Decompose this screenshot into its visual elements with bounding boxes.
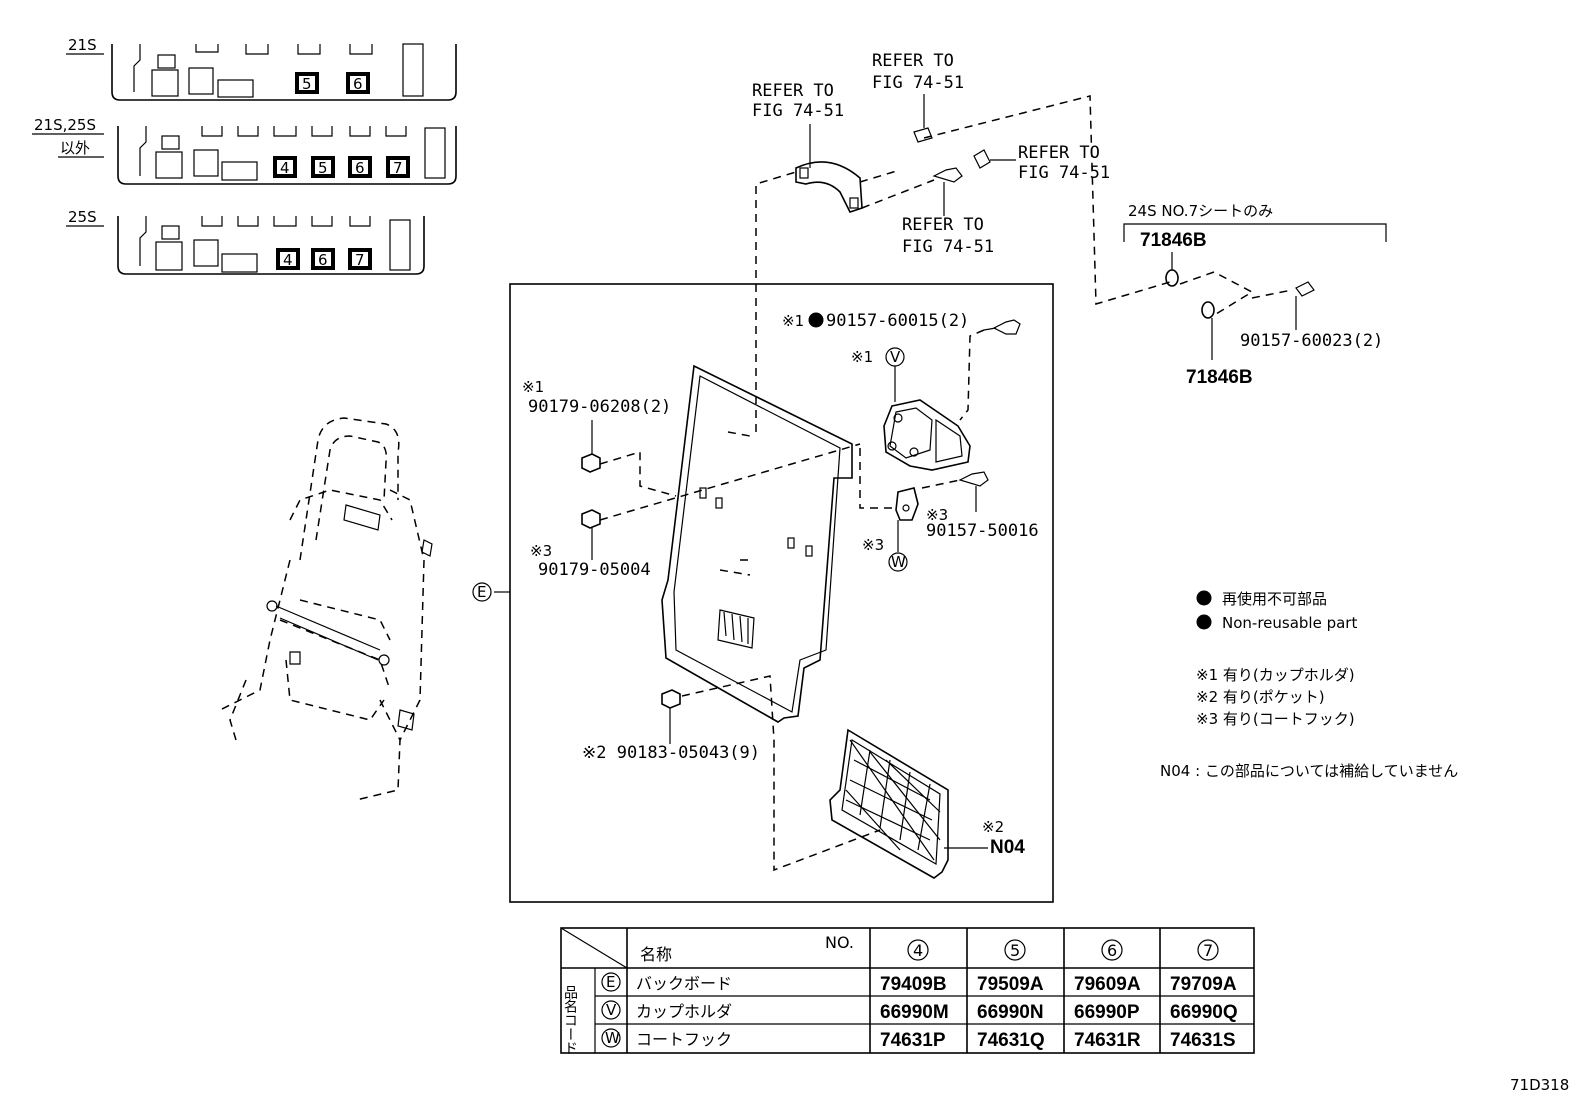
table-cell-w-4: 74631P bbox=[880, 1030, 946, 1051]
figure-id: 71D318 bbox=[1510, 1076, 1569, 1094]
part-90157-60015: 90157-60015(2) bbox=[826, 311, 969, 331]
part-n04: N04 bbox=[990, 837, 1025, 858]
table-row-code-w: W bbox=[605, 1029, 620, 1047]
screw-50016-prefix: ※3 bbox=[926, 506, 948, 524]
screw-90157-60015 bbox=[983, 319, 1021, 335]
refer2-line1: REFER TO bbox=[872, 51, 954, 71]
seat-24s-note: 24S NO.7シートのみ bbox=[1128, 202, 1273, 220]
layout-marker-5: 5 bbox=[302, 75, 312, 93]
table-col-4: 4 bbox=[913, 941, 923, 960]
legend-n04-note: N04 : この部品については補給していません bbox=[1160, 762, 1458, 780]
part-code-w: W bbox=[891, 553, 906, 571]
table-side-label: 品名コード bbox=[562, 985, 578, 1055]
legend-note-1: ※1 有り(カップホルダ) bbox=[1196, 666, 1355, 684]
layout-label-other-2: 以外 bbox=[60, 139, 90, 157]
legend-nonreusable-en: Non-reusable part bbox=[1222, 614, 1357, 632]
table-header-no: NO. bbox=[825, 933, 854, 952]
refer3-line1: REFER TO bbox=[1018, 143, 1100, 163]
layout-marker-6: 6 bbox=[355, 159, 365, 177]
table-col-5: 5 bbox=[1010, 941, 1020, 960]
table-col-6: 6 bbox=[1107, 941, 1117, 960]
screw-grip bbox=[932, 167, 963, 183]
seat-layout-row-25s: 25S 4 6 7 bbox=[66, 208, 425, 275]
part-90157-50016: 90157-50016 bbox=[926, 521, 1039, 541]
part-71846b-top: 71846B bbox=[1140, 230, 1207, 251]
refer1-line2: FIG 74-51 bbox=[752, 101, 844, 121]
screw-60015-prefix: ※1 bbox=[782, 312, 804, 330]
layout-marker-4: 4 bbox=[283, 251, 293, 269]
table-header-name: 名称 bbox=[640, 945, 672, 964]
table-cell-w-7: 74631S bbox=[1170, 1030, 1236, 1051]
coat-hook bbox=[895, 487, 919, 521]
table-cell-w-6: 74631R bbox=[1074, 1030, 1141, 1051]
refer2-line2: FIG 74-51 bbox=[872, 73, 964, 93]
seat-layout-row-other: 21S,25S 以外 4 5 6 7 bbox=[32, 116, 457, 185]
table-col-7: 7 bbox=[1203, 941, 1213, 960]
table-row-code-v: V bbox=[606, 1001, 617, 1019]
layout-marker-6: 6 bbox=[318, 251, 328, 269]
table-cell-e-4: 79409B bbox=[880, 974, 947, 995]
nut-90179-05004 bbox=[581, 509, 601, 529]
table-cell-w-5: 74631Q bbox=[977, 1030, 1045, 1051]
layout-label-21s: 21S bbox=[68, 36, 97, 54]
table-row-name-v: カップホルダ bbox=[636, 1002, 732, 1021]
nut-90183-05043 bbox=[661, 689, 681, 709]
seat-layout-row-21s: 21S 5 6 bbox=[66, 36, 457, 101]
cup-holder-prefix: ※1 bbox=[851, 348, 873, 366]
nonreusable-dot bbox=[808, 312, 824, 328]
nut-90179-06208 bbox=[581, 453, 601, 473]
screw-90157-50016 bbox=[958, 471, 989, 487]
legend-note-2: ※2 有り(ポケット) bbox=[1196, 688, 1325, 706]
refer4-line1: REFER TO bbox=[902, 215, 984, 235]
cap-71846b bbox=[1165, 269, 1315, 319]
legend-note-3: ※3 有り(コートフック) bbox=[1196, 710, 1355, 728]
assist-grip bbox=[795, 161, 863, 213]
nut-06208-prefix: ※1 bbox=[522, 378, 544, 396]
nut-05004-prefix: ※3 bbox=[530, 542, 552, 560]
backboard-frame-box bbox=[509, 283, 1054, 903]
net-pocket bbox=[829, 728, 949, 879]
layout-marker-6: 6 bbox=[353, 75, 363, 93]
part-90179-06208: 90179-06208(2) bbox=[528, 397, 671, 417]
legend-nonreusable-jp: 再使用不可部品 bbox=[1222, 590, 1327, 608]
part-90157-60023: 90157-60023(2) bbox=[1240, 331, 1383, 351]
table-row-name-w: コートフック bbox=[636, 1030, 732, 1049]
part-90183-05043: ※2 90183-05043(9) bbox=[582, 743, 760, 763]
clip-top bbox=[913, 127, 933, 143]
part-90179-05004: 90179-05004 bbox=[538, 560, 651, 580]
legend: 再使用不可部品 Non-reusable part ※1 有り(カップホルダ) … bbox=[1160, 590, 1458, 780]
table-row-name-e: バックボード bbox=[636, 974, 732, 993]
layout-marker-7: 7 bbox=[355, 251, 365, 269]
parts-table: 名称 NO. 4 5 6 7 品名コード E バックボード 79409B 795… bbox=[560, 927, 1255, 1055]
refer1-line1: REFER TO bbox=[752, 81, 834, 101]
table-cell-v-4: 66990M bbox=[880, 1002, 949, 1023]
seat-frame-illustration bbox=[219, 417, 433, 801]
layout-marker-4: 4 bbox=[280, 159, 290, 177]
backboard-panel bbox=[661, 364, 853, 723]
clip-right bbox=[973, 149, 991, 169]
layout-label-25s: 25S bbox=[68, 208, 97, 226]
part-code-v: V bbox=[890, 348, 901, 366]
table-cell-v-6: 66990P bbox=[1074, 1002, 1140, 1023]
table-cell-v-7: 66990Q bbox=[1170, 1002, 1238, 1023]
cup-holder bbox=[883, 399, 971, 471]
layout-marker-7: 7 bbox=[393, 159, 403, 177]
n04-prefix: ※2 bbox=[982, 818, 1004, 836]
refer3-line2: FIG 74-51 bbox=[1018, 163, 1110, 183]
part-71846b-bottom: 71846B bbox=[1186, 367, 1253, 388]
table-cell-e-5: 79509A bbox=[977, 974, 1044, 995]
coat-hook-prefix: ※3 bbox=[862, 536, 884, 554]
layout-label-other-1: 21S,25S bbox=[34, 116, 96, 134]
table-row-code-e: E bbox=[606, 973, 615, 991]
refer4-line2: FIG 74-51 bbox=[902, 237, 994, 257]
layout-marker-5: 5 bbox=[318, 159, 328, 177]
table-cell-v-5: 66990N bbox=[977, 1002, 1044, 1023]
table-cell-e-6: 79609A bbox=[1074, 974, 1141, 995]
table-cell-e-7: 79709A bbox=[1170, 974, 1237, 995]
part-code-e: E bbox=[477, 583, 486, 601]
